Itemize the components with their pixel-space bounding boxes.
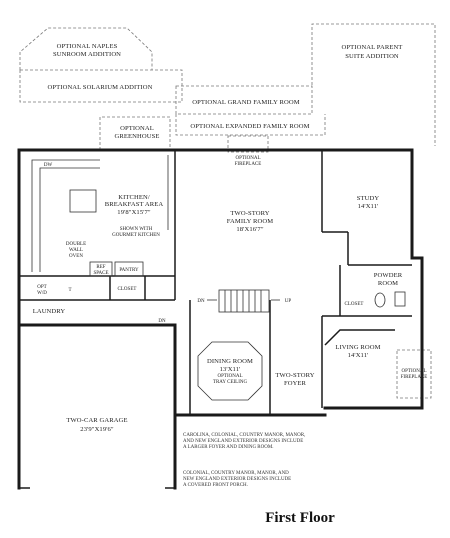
naples-sunroom-label1: OPTIONAL NAPLES bbox=[57, 43, 118, 50]
dining-room-note1: OPTIONAL bbox=[218, 374, 243, 379]
wall-oven-label2: WALL bbox=[69, 248, 83, 253]
expanded-family-label: OPTIONAL EXPANDED FAMILY ROOM bbox=[190, 123, 309, 130]
naples-sunroom-outline bbox=[19, 27, 153, 70]
family-fireplace-label2: FIREPLACE bbox=[235, 162, 262, 167]
kitchen-note2: GOURMET KITCHEN bbox=[112, 233, 160, 238]
kitchen-fixtures bbox=[31, 155, 169, 277]
stair bbox=[207, 289, 280, 313]
dishwasher-label: DW bbox=[44, 163, 53, 168]
kitchen-name2: BREAKFAST AREA bbox=[105, 201, 164, 208]
family-room-name2: FAMILY ROOM bbox=[227, 218, 273, 225]
washer-dryer-label1: OPT bbox=[37, 285, 46, 290]
powder-room-name1: POWDER bbox=[374, 272, 403, 279]
kitchen-name1: KITCHEN/ bbox=[118, 194, 150, 201]
note2-line2: NEW ENGLAND EXTERIOR DESIGNS INCLUDE bbox=[183, 477, 291, 482]
garage-down-label: DN bbox=[158, 319, 166, 324]
solarium-label: OPTIONAL SOLARIUM ADDITION bbox=[48, 84, 153, 91]
fireplace-family-outline bbox=[227, 135, 269, 153]
stair-up-label: UP bbox=[285, 299, 292, 304]
kitchen-counter bbox=[31, 159, 100, 272]
foyer-name2: FOYER bbox=[284, 380, 307, 387]
garage-name: TWO-CAR GARAGE bbox=[66, 417, 127, 424]
note1-line1: CAROLINA, COLONIAL, COUNTRY MANOR, MANOR… bbox=[183, 433, 305, 438]
note1-line2: AND NEW ENGLAND EXTERIOR DESIGNS INCLUDE bbox=[183, 439, 303, 444]
dining-tray-ceiling bbox=[197, 341, 263, 401]
living-room-dim: 14'X11' bbox=[348, 352, 369, 359]
wall-oven-label1: DOUBLE bbox=[66, 242, 86, 247]
grand-family-label: OPTIONAL GRAND FAMILY ROOM bbox=[192, 99, 299, 106]
naples-sunroom-label2: SUNROOM ADDITION bbox=[53, 51, 121, 58]
dining-room-name: DINING ROOM bbox=[207, 358, 253, 365]
laundry-closet-label: CLOSET bbox=[118, 287, 137, 292]
wall-oven-label3: OVEN bbox=[69, 254, 83, 259]
note2-line3: A COVERED FRONT PORCH. bbox=[183, 483, 248, 488]
study-dim: 14'X11' bbox=[358, 203, 379, 210]
note1-line3: A LARGER FOYER AND DINING ROOM. bbox=[183, 445, 274, 450]
powder-room-name2: ROOM bbox=[378, 280, 398, 287]
optional-outlines bbox=[19, 23, 436, 399]
kitchen-dim: 19'8"X15'7" bbox=[117, 209, 151, 216]
refrigerator-space bbox=[89, 261, 113, 277]
washer-dryer-label2: W/D bbox=[37, 291, 47, 296]
pantry-label: PANTRY bbox=[119, 268, 139, 273]
ref-space-label2: SPACE bbox=[93, 271, 108, 276]
parent-suite-outline bbox=[311, 23, 436, 146]
living-fireplace-label2: FIREPLACE bbox=[401, 375, 428, 380]
garage-dim: 23'9"X19'6" bbox=[80, 426, 114, 433]
grand-family-outline bbox=[175, 85, 313, 115]
powder-closet-label: CLOSET bbox=[345, 302, 364, 307]
family-fireplace-label1: OPTIONAL bbox=[236, 156, 261, 161]
expanded-family-outline bbox=[175, 114, 326, 136]
plan-title: First Floor bbox=[265, 510, 335, 526]
living-room-name: LIVING ROOM bbox=[335, 344, 380, 351]
parent-suite-label1: OPTIONAL PARENT bbox=[342, 44, 403, 51]
greenhouse-label1: OPTIONAL bbox=[120, 125, 154, 132]
study-name: STUDY bbox=[357, 195, 380, 202]
foyer-name1: TWO-STORY bbox=[275, 372, 314, 379]
dining-room-note2: TRAY CEILING bbox=[213, 380, 248, 385]
stair-down-label: DN bbox=[197, 299, 205, 304]
kitchen-island bbox=[69, 189, 97, 213]
ref-space-label1: REF bbox=[96, 265, 105, 270]
note2-line1: COLONIAL, COUNTRY MANOR, MANOR, AND bbox=[183, 471, 289, 476]
dining-room-dim: 13'X11' bbox=[220, 366, 241, 373]
family-room-dim: 18'X16'7" bbox=[236, 226, 263, 233]
parent-suite-label2: SUITE ADDITION bbox=[345, 53, 399, 60]
exterior-walls bbox=[17, 148, 424, 490]
living-fireplace-label1: OPTIONAL bbox=[402, 369, 427, 374]
laundry-name: LAUNDRY bbox=[33, 308, 66, 315]
fireplace-living-outline bbox=[396, 349, 432, 399]
greenhouse-outline bbox=[99, 116, 171, 150]
family-room-name1: TWO-STORY bbox=[230, 210, 269, 217]
greenhouse-label2: GREENHOUSE bbox=[115, 133, 160, 140]
powder-fixtures bbox=[374, 291, 406, 308]
living-bay bbox=[324, 329, 395, 346]
water-heater-label: T bbox=[68, 288, 71, 293]
kitchen-note1: SHOWN WITH bbox=[120, 227, 153, 232]
pantry bbox=[114, 261, 144, 277]
